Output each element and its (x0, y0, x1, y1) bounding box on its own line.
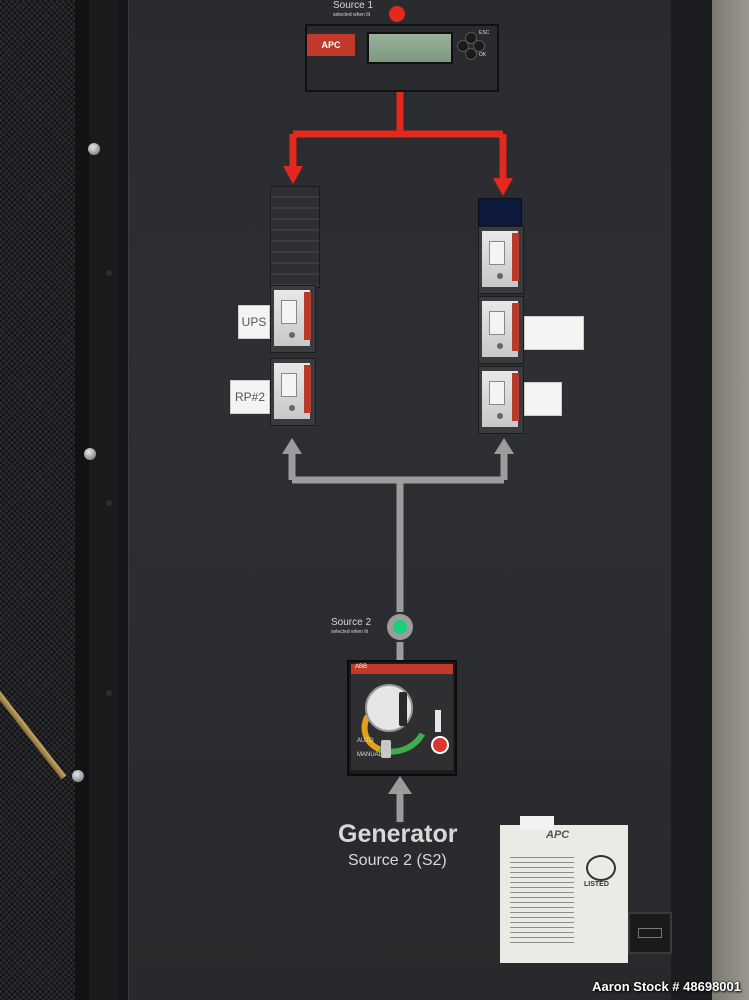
source2-arrows (288, 452, 508, 822)
manual-label: MANUAL (357, 752, 383, 758)
dial-handle[interactable] (399, 692, 407, 726)
lock-slot (435, 710, 441, 732)
abb-logo: ABB (355, 664, 368, 670)
frame-rivet (106, 690, 112, 696)
generator-subtitle: Source 2 (S2) (348, 852, 447, 869)
source1-sublabel: selected when lit (333, 12, 370, 18)
source2-arrowhead-left (282, 438, 302, 454)
ul-mark-icon (586, 855, 616, 881)
apc-controller: APC ESC OK (305, 24, 499, 92)
rotary-dial[interactable] (365, 684, 413, 732)
hinge-screw (84, 448, 96, 460)
controller-display (367, 32, 453, 64)
source1-arrowhead-right (493, 178, 513, 196)
apc-logo: APC (307, 34, 355, 56)
breaker-label-rp2: RP#2 (230, 380, 270, 414)
door-edge (75, 0, 89, 1000)
breaker-rp2[interactable] (270, 358, 316, 426)
breaker-right-1[interactable] (478, 226, 524, 294)
frame-rivet (106, 500, 112, 506)
trip-button[interactable] (431, 736, 449, 754)
generator-title: Generator (338, 820, 458, 848)
generator-arrowhead (388, 776, 412, 794)
door-latch[interactable] (628, 912, 672, 954)
latch-slot (638, 928, 662, 938)
source2-label: Source 2 (331, 617, 372, 628)
breaker-label-right-1 (524, 316, 584, 350)
right-blank-top (478, 198, 522, 226)
abb-face: AUTO MANUAL (351, 674, 453, 770)
breaker-label-right-2 (524, 382, 562, 416)
breaker-right-2[interactable] (478, 296, 524, 364)
door-mesh (0, 0, 75, 1000)
source2-arrowhead-right (494, 438, 514, 454)
breaker-ups[interactable] (270, 285, 316, 353)
source2-indicator (393, 620, 407, 634)
source1-indicator (389, 6, 405, 22)
breaker-label-ups: UPS (238, 305, 270, 339)
source1-arrowhead-left (283, 166, 303, 184)
frame-rivet (106, 270, 112, 276)
hinge-screw (72, 770, 84, 782)
mode-switch[interactable] (381, 740, 391, 758)
abb-header: ABB (351, 664, 453, 674)
breaker-right-3[interactable] (478, 366, 524, 434)
nav-key-down[interactable] (465, 48, 477, 60)
nameplate: APC LISTED (500, 825, 628, 963)
auto-label: AUTO (357, 738, 374, 744)
hinge-screw (88, 143, 100, 155)
nav-key-right[interactable] (473, 40, 485, 52)
source1-arrows (289, 86, 507, 180)
abb-generator-breaker[interactable]: ABB AUTO MANUAL (347, 660, 457, 776)
serial-sticker (520, 816, 554, 830)
source2-sublabel: selected when lit (331, 629, 368, 635)
nameplate-logo: APC (546, 829, 570, 841)
source1-label: Source 1 (333, 0, 374, 11)
ok-key[interactable]: OK (479, 52, 487, 58)
background-wall (710, 0, 749, 1000)
esc-key[interactable]: ESC (479, 30, 490, 36)
nameplate-fine-print (510, 857, 574, 947)
listed-text: LISTED (584, 881, 609, 888)
watermark: Aaron Stock # 48698001 (592, 979, 741, 994)
blank-plate (270, 186, 320, 288)
